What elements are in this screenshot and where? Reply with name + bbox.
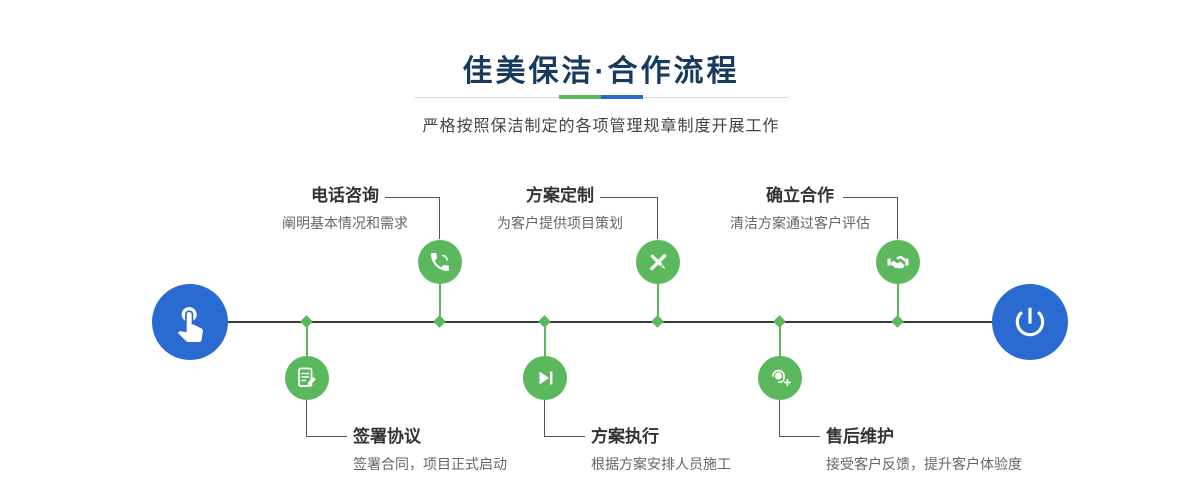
timeline-diamond — [433, 315, 446, 328]
divider-blue-segment — [601, 95, 643, 99]
node-connector — [779, 325, 781, 358]
step-label: 方案执行 — [591, 427, 659, 446]
step-desc: 清洁方案通过客户评估 — [730, 215, 870, 231]
step-node-execution — [523, 356, 567, 400]
timeline-diamond — [651, 315, 664, 328]
handshake-icon — [886, 250, 910, 274]
step-desc: 签署合同，项目正式启动 — [353, 456, 507, 472]
step-phone: 电话咨询 阐明基本情况和需求 — [245, 186, 445, 231]
pointing-hand-icon — [170, 302, 210, 342]
node-connector — [439, 283, 441, 319]
step-node-contract — [285, 356, 329, 400]
step-node-cooperation — [876, 240, 920, 284]
elbow-connector — [843, 197, 898, 239]
step-label: 售后维护 — [826, 427, 894, 446]
node-connector — [544, 325, 546, 358]
step-label: 签署协议 — [353, 427, 421, 446]
step-aftersales: 售后维护 接受客户反馈，提升客户体验度 — [826, 427, 1022, 472]
step-node-phone — [418, 240, 462, 284]
step-design: 方案定制 为客户提供项目策划 — [460, 186, 660, 231]
step-node-design — [636, 240, 680, 284]
timeline-diamond — [538, 315, 551, 328]
page-subtitle: 严格按照保洁制定的各项管理规章制度开展工作 — [422, 118, 780, 135]
node-connector — [657, 283, 659, 319]
step-node-aftersales — [758, 356, 802, 400]
node-connector — [897, 283, 899, 319]
step-desc: 根据方案安排人员施工 — [591, 456, 731, 472]
step-desc: 为客户提供项目策划 — [497, 215, 623, 231]
elbow-connector — [306, 400, 347, 437]
design-tools-icon — [646, 250, 670, 274]
timeline-diamond — [891, 315, 904, 328]
step-execution: 方案执行 根据方案安排人员施工 — [591, 427, 731, 472]
title-divider — [414, 95, 788, 99]
timeline-diamond — [773, 315, 786, 328]
elbow-connector — [779, 400, 820, 437]
elbow-connector — [385, 197, 440, 239]
contract-icon — [295, 366, 319, 390]
elbow-connector — [544, 400, 585, 437]
play-icon — [533, 366, 557, 390]
step-desc: 接受客户反馈，提升客户体验度 — [826, 456, 1022, 472]
step-label: 确立合作 — [766, 186, 834, 205]
customer-service-icon — [768, 366, 792, 390]
step-label: 方案定制 — [526, 186, 594, 205]
step-label: 电话咨询 — [311, 186, 379, 205]
page-title: 佳美保洁·合作流程 — [462, 55, 740, 88]
timeline-diamond — [300, 315, 313, 328]
phone-call-icon — [428, 250, 452, 274]
node-connector — [306, 325, 308, 358]
power-icon — [1011, 303, 1049, 341]
timeline-line — [190, 321, 1032, 323]
timeline-start-node — [152, 284, 228, 360]
step-contract: 签署协议 签署合同，项目正式启动 — [353, 427, 507, 472]
step-desc: 阐明基本情况和需求 — [282, 215, 408, 231]
step-cooperation: 确立合作 清洁方案通过客户评估 — [700, 186, 900, 231]
timeline-end-node — [992, 284, 1068, 360]
divider-green-segment — [559, 95, 601, 99]
elbow-connector — [600, 197, 658, 239]
